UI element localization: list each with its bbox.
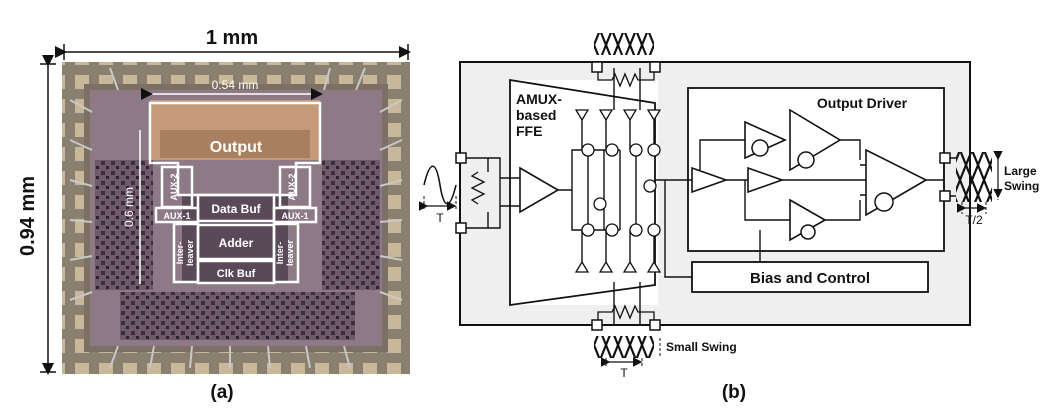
interleaver-right-outline	[272, 222, 300, 284]
top-pad-ring	[62, 62, 410, 84]
clk-buf-label: Clk Buf	[217, 268, 256, 280]
bias-control-label: Bias and Control	[750, 270, 870, 287]
adder-label: Adder	[219, 236, 254, 250]
top-eye-diagram	[594, 33, 654, 55]
block-diagram: AMUX- based FFE Output Driver Bias and C…	[418, 33, 1039, 380]
driver-stage-2	[747, 166, 785, 194]
block-labels: Output AUX-2 AUX-2 AUX-1 AUX-1 Data Buf …	[163, 139, 308, 280]
die-photo: Output AUX-2 AUX-2 AUX-1 AUX-1 Data Buf …	[62, 62, 410, 374]
input-period-label: T	[436, 211, 444, 225]
die-outer-dimensions	[40, 44, 411, 375]
aux2-left-label: AUX-2	[169, 173, 179, 200]
bottom-pad-ring	[62, 352, 410, 374]
large-swing-label-line1: Large	[1004, 164, 1037, 178]
termination-resistors	[470, 72, 655, 320]
inner-width-dim: 0.54 mm	[212, 78, 259, 92]
current-sources	[751, 139, 894, 240]
interleaver-right-label-line2: leaver	[285, 239, 295, 266]
wiring	[462, 68, 956, 325]
bottom-circuitry	[120, 292, 355, 340]
output-block-outline	[148, 101, 322, 197]
output-period-label: T/2	[965, 213, 983, 227]
interleaver-left-label-line1: Inter-	[175, 242, 185, 265]
core-blocks-area	[182, 196, 288, 282]
input-amplifier	[519, 166, 560, 214]
interleaver-left-label-line2: leaver	[185, 239, 195, 266]
inner-dimensions	[139, 88, 323, 284]
bottom-period-label: T	[620, 366, 628, 380]
small-swing-label: Small Swing	[666, 340, 737, 354]
aux1-right-label: AUX-1	[281, 211, 308, 221]
large-swing-label-line2: Swing	[1004, 179, 1039, 193]
die-height-label: 0.94 mm	[17, 176, 39, 256]
output-stage-metal-inner	[160, 130, 310, 158]
amux-label-line2: based	[516, 107, 556, 123]
bond-wires	[69, 67, 403, 369]
caption-a: (a)	[210, 382, 233, 403]
mux-cells	[574, 109, 662, 273]
driver-stage-1	[691, 166, 729, 194]
input-sine-wave	[423, 165, 457, 205]
block-outlines	[148, 101, 322, 285]
data-buf-outline	[196, 193, 276, 223]
left-circuitry	[95, 160, 153, 290]
left-pad-ring	[62, 62, 84, 374]
interleaver-right-label-line1: Inter-	[275, 242, 285, 265]
amux-label-line1: AMUX-	[516, 91, 562, 107]
data-buf-label: Data Buf	[211, 202, 261, 216]
output-block-label: Output	[210, 139, 263, 156]
pads-b	[455, 61, 951, 331]
amux-trapezoid	[509, 78, 656, 307]
bottom-eye-diagram	[594, 336, 654, 358]
right-pad-ring	[388, 62, 410, 374]
aux1-left-label: AUX-1	[163, 211, 190, 221]
amux-label-line3: FFE	[516, 123, 542, 139]
caption-b: (b)	[722, 382, 746, 403]
output-eye-diagram	[956, 152, 992, 202]
interleaver-left-outline	[172, 222, 200, 284]
right-circuitry	[322, 160, 380, 290]
period-arrows	[418, 150, 1003, 367]
die-width-label: 1 mm	[206, 27, 258, 49]
inner-height-dim: 0.6 mm	[122, 187, 136, 227]
aux2-right-label: AUX-2	[287, 173, 297, 200]
output-driver-label: Output Driver	[817, 95, 908, 111]
